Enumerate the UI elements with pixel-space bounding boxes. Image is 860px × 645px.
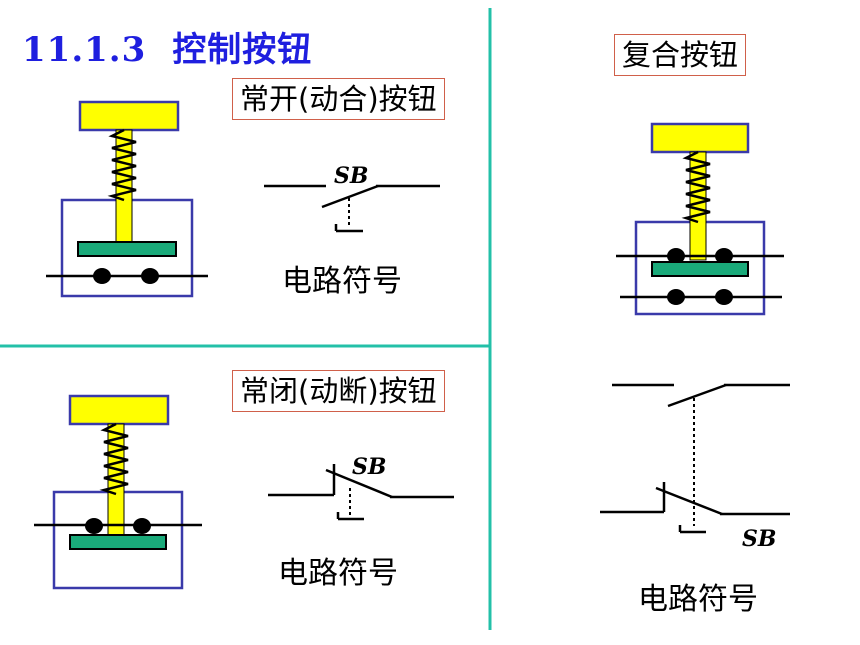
- compound-caption: 电路符号: [638, 582, 758, 617]
- normally-open-label: 常开(动合)按钮: [232, 78, 445, 120]
- cb-button-cap: [650, 122, 750, 154]
- cb-spring: [681, 150, 711, 224]
- normally-closed-button-drawing: [34, 394, 202, 590]
- no-contact-bar: [77, 241, 177, 257]
- cb-contact-bar: [651, 261, 749, 277]
- nc-contact-bar: [69, 534, 167, 550]
- normally-open-caption: 电路符号: [282, 264, 402, 299]
- nc-symbol-tag: SB: [352, 454, 386, 480]
- normally-closed-caption: 电路符号: [278, 556, 398, 591]
- section-heading: 11.1.3 控制按钮: [22, 22, 312, 71]
- no-contact-right: [141, 268, 159, 284]
- section-number: 11.1.3: [22, 30, 147, 70]
- nc-button-cap: [68, 394, 170, 426]
- normally-open-button-drawing: [46, 100, 208, 298]
- compound-label: 复合按钮: [614, 34, 747, 76]
- normally-open-symbol: SB: [264, 163, 440, 233]
- cb-lower-contact-left: [667, 289, 685, 305]
- no-contact-left: [93, 268, 111, 284]
- compound-button-drawing: [616, 122, 784, 316]
- cb-lower-contact-right: [715, 289, 733, 305]
- compound-symbol: SB: [600, 383, 790, 552]
- nc-contact-left: [85, 518, 103, 534]
- normally-closed-label: 常闭(动断)按钮: [232, 370, 445, 412]
- no-symbol-tag: SB: [334, 163, 368, 189]
- section-title: 控制按钮: [172, 30, 313, 70]
- cb-symbol-tag: SB: [742, 526, 776, 552]
- no-button-cap: [78, 100, 180, 132]
- nc-spring: [99, 422, 129, 496]
- cb-upper-contact-left: [667, 248, 685, 264]
- normally-closed-symbol: SB: [268, 454, 454, 521]
- no-spring: [107, 128, 137, 202]
- cb-upper-contact-right: [715, 248, 733, 264]
- nc-contact-right: [133, 518, 151, 534]
